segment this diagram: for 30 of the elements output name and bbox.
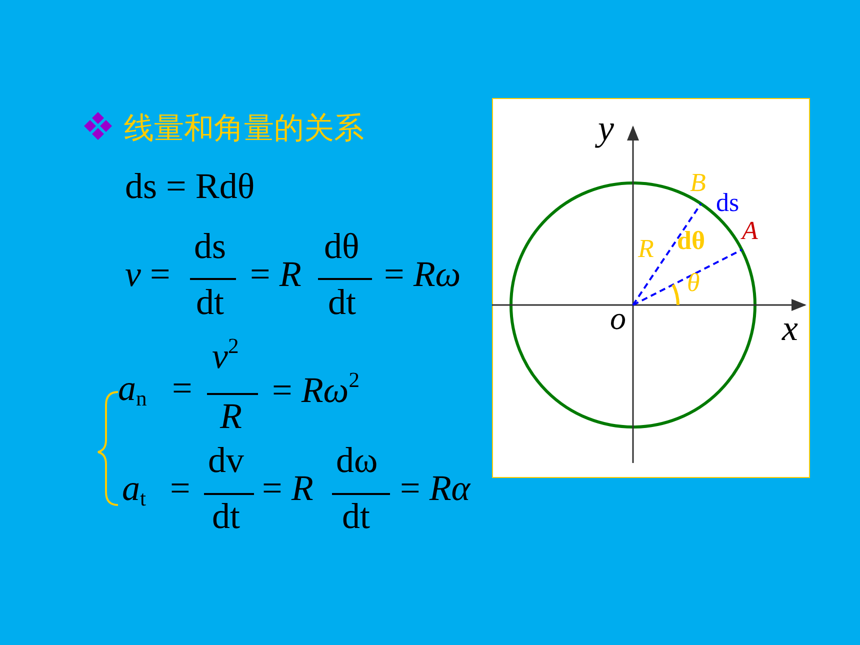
formula: a$_{n}$ [118, 368, 147, 412]
denominator: dt [196, 282, 224, 324]
formula: = [170, 468, 190, 510]
formula: ds = Rdθ [125, 166, 255, 208]
formula: v = [125, 254, 170, 296]
formula: = [172, 368, 192, 410]
numerator: ds [194, 226, 226, 268]
slide-title: 线量和角量的关系 [124, 110, 364, 148]
formula: = Rα [400, 468, 470, 510]
denominator: R [220, 396, 242, 438]
denominator: dt [212, 496, 240, 538]
formula: = Rω [384, 254, 461, 296]
formula: a$_{t}$ [122, 468, 146, 512]
formula: = R [250, 254, 302, 296]
angle-label: dθ [677, 226, 706, 256]
radius-label: R [638, 234, 654, 264]
formula: = Rω$^{2}$ [272, 368, 360, 412]
formula: = R [262, 468, 314, 510]
numerator: v$^{2}$ [212, 334, 239, 378]
denominator: dt [342, 496, 370, 538]
angle-label: θ [687, 268, 700, 298]
origin-label: o [610, 300, 626, 337]
numerator: dv [208, 440, 244, 482]
point-label: B [690, 168, 706, 198]
arc-label: ds [716, 188, 740, 218]
point-label: A [742, 216, 758, 246]
axis-label: x [782, 308, 798, 350]
numerator: dω [336, 440, 378, 482]
numerator: dθ [324, 226, 360, 268]
denominator: dt [328, 282, 356, 324]
